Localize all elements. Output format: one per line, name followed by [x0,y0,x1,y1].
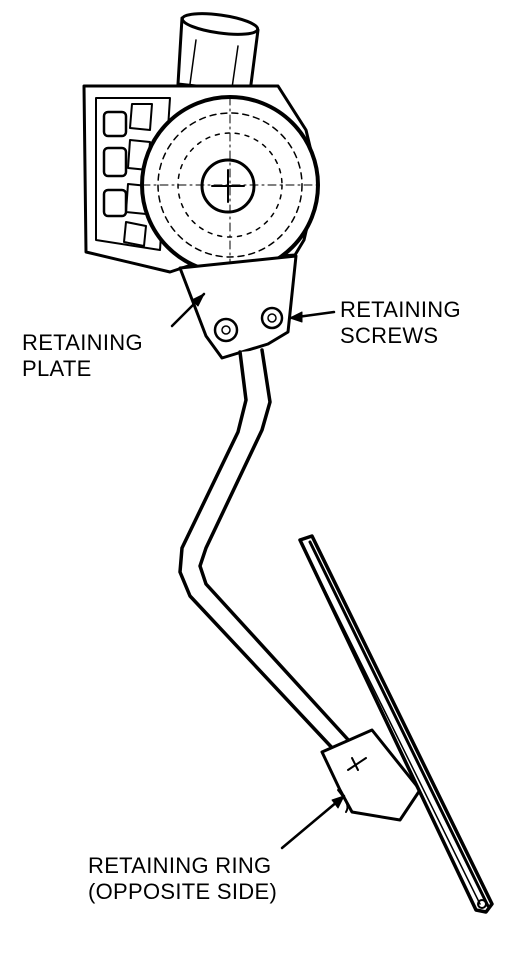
retaining-ring-label: RETAINING RING (OPPOSITE SIDE) [88,853,277,905]
retaining-screw [213,317,239,343]
pedal-arm [178,348,354,754]
retaining-plate [178,254,298,360]
ring-leader [280,794,346,850]
pedal-pad [298,534,494,914]
retaining-plate-label: RETAINING PLATE [22,330,143,382]
retaining-ring-label-line2: (OPPOSITE SIDE) [88,879,278,904]
sensor-connector [176,12,260,94]
retaining-ring-label-line1: RETAINING RING [88,853,272,878]
sensor-housing [140,95,320,275]
retaining-plate-label-line2: PLATE [22,356,92,381]
pedal-pivot-block [320,728,422,822]
retaining-screw [260,306,284,330]
retaining-screws-label-line2: SCREWS [340,323,439,348]
leader-arrows [170,292,346,850]
retaining-screws-label: RETAINING SCREWS [340,297,461,349]
retaining-screws-label-line1: RETAINING [340,297,461,322]
retaining-plate-label-line1: RETAINING [22,330,143,355]
